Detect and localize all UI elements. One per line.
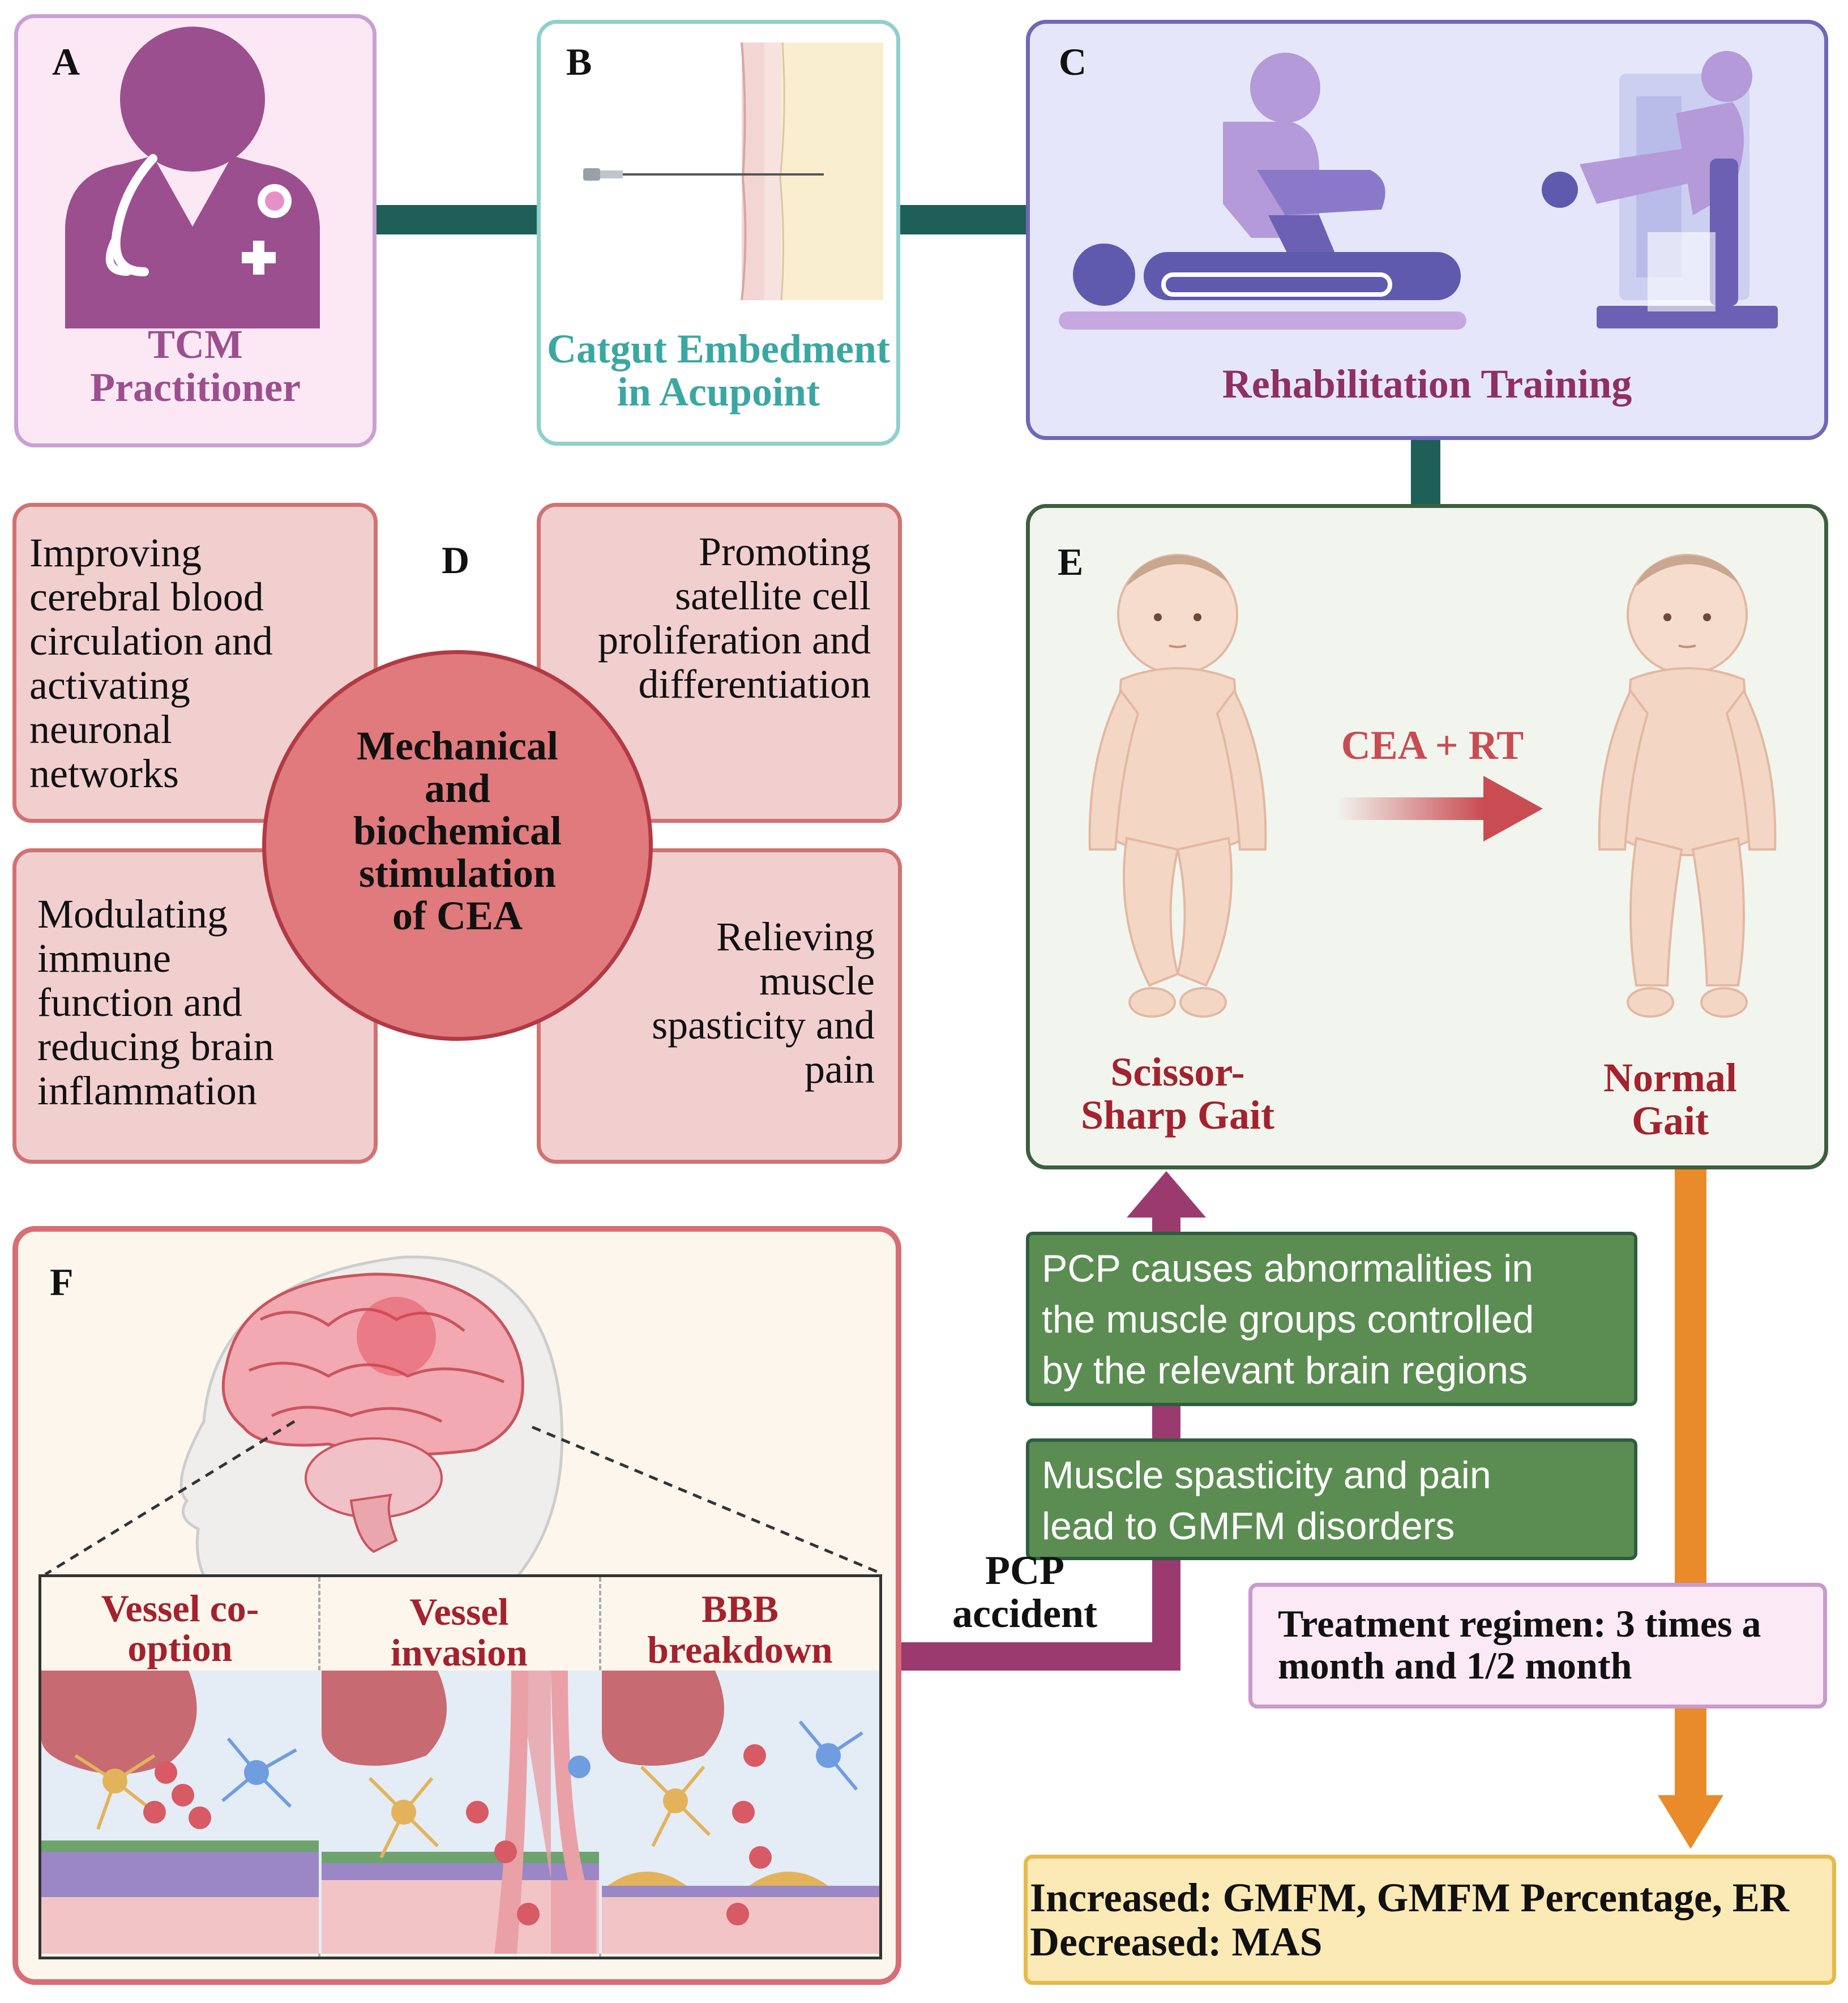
d-br-line: muscle [759, 958, 875, 1003]
stage3-line1: BBB [701, 1587, 779, 1630]
pcp-label-line1: PCP [985, 1548, 1064, 1593]
green-box2-line: Muscle spasticity and pain [1042, 1454, 1491, 1497]
green-box2-line: lead to GMFM disorders [1042, 1505, 1455, 1548]
rehabilitation-illustration [1059, 51, 1778, 330]
d-bl-line: function and [37, 980, 242, 1025]
stage-vessel-cooption-label: Vessel co- option [41, 1588, 319, 1668]
green-box1-line: by the relevant brain regions [1042, 1349, 1528, 1392]
connector-a-b [377, 205, 538, 234]
d-top-left-text: Improving cerebral blood circulation and… [29, 531, 273, 796]
baby-scissor-gait [1088, 554, 1267, 1018]
regimen-line1: Treatment regimen: 3 times a [1278, 1602, 1761, 1645]
scissor-gait-label: Scissor- Sharp Gait [1047, 1050, 1308, 1137]
baby-face-left [1154, 613, 1201, 648]
panel-b-title: Catgut Embedment in Acupoint [537, 327, 900, 413]
connector-b-c [900, 205, 1028, 234]
treatment-regimen-box: Treatment regimen: 3 times a month and 1… [1248, 1583, 1827, 1709]
panel-f-letter: F [50, 1261, 74, 1304]
outcome-increased: Increased: GMFM, GMFM Percentage, ER [1030, 1875, 1789, 1920]
d-center-text: Mechanical and biochemical stimulation o… [262, 725, 653, 937]
scissor-gait-line1: Scissor- [1110, 1049, 1245, 1095]
stage1-line2: option [127, 1626, 233, 1669]
green-box1-line: PCP causes abnormalities in [1042, 1247, 1534, 1290]
orange-flow-head [1658, 1795, 1723, 1849]
stage1-cells [41, 1671, 319, 1954]
panel-a-title-line2: Practitioner [90, 365, 301, 410]
d-br-line: Relieving [716, 914, 875, 959]
d-center-line: of CEA [392, 893, 523, 938]
d-center-line: Mechanical [357, 723, 558, 768]
d-tl-line: networks [29, 751, 179, 796]
d-br-line: pain [805, 1047, 875, 1092]
d-br-line: spasticity and [652, 1002, 875, 1048]
panel-b-title-line1: Catgut Embedment [547, 326, 890, 371]
panel-e-letter: E [1058, 540, 1084, 583]
d-tl-line: activating [29, 663, 190, 708]
green-box-gmfm: Muscle spasticity and pain lead to GMFM … [1026, 1438, 1637, 1560]
panel-c-letter: C [1059, 40, 1087, 83]
stage3-line2: breakdown [647, 1628, 833, 1671]
d-bl-line: inflammation [37, 1068, 257, 1113]
stage1-line1: Vessel co- [101, 1587, 259, 1630]
d-bl-line: reducing brain [37, 1024, 274, 1069]
normal-gait-line1: Normal [1603, 1055, 1737, 1100]
catgut-needle-illustration [583, 42, 883, 301]
d-center-line: and [424, 766, 491, 811]
pcp-flow-horizontal [900, 1642, 1180, 1671]
d-tl-line: circulation and [29, 618, 273, 664]
green-box1-line: the muscle groups controlled [1042, 1298, 1534, 1341]
stage-vessel-invasion-label: Vessel invasion [320, 1591, 598, 1673]
baby-face-right [1663, 613, 1711, 648]
regimen-line2: month and 1/2 month [1278, 1644, 1632, 1687]
d-center-line: biochemical [353, 808, 562, 853]
scissor-gait-line2: Sharp Gait [1080, 1092, 1275, 1138]
panel-c-title: Rehabilitation Training [1222, 361, 1632, 407]
panel-b-letter: B [566, 40, 592, 83]
pcp-accident-label: PCP accident [929, 1549, 1121, 1635]
d-tr-line: satellite cell [675, 573, 871, 618]
cellular-stages-illustration [41, 1671, 879, 1954]
stage-bbb-breakdown-label: BBB breakdown [601, 1588, 879, 1670]
outcome-decreased: Decreased: MAS [1030, 1919, 1323, 1964]
panel-a-letter: A [52, 40, 80, 83]
d-bl-line: immune [37, 936, 171, 981]
practitioner-icon [65, 27, 320, 328]
d-bl-line: Modulating [37, 891, 228, 937]
panel-d-letter: D [442, 539, 470, 582]
d-top-right-text: Promoting satellite cell proliferation a… [544, 529, 871, 706]
d-center-circle [262, 650, 653, 1041]
d-tr-line: Promoting [698, 529, 871, 574]
d-bottom-left-text: Modulating immune function and reducing … [37, 892, 274, 1113]
panel-a-title-line1: TCM [148, 322, 243, 367]
panel-a-title: TCM Practitioner [14, 323, 377, 409]
brain-illustration [44, 1255, 883, 1667]
panel-b-title-line2: in Acupoint [617, 369, 820, 415]
d-tl-line: Improving [29, 530, 202, 575]
baby-figures-illustration [1088, 554, 1777, 1018]
outcome-box: Increased: GMFM, GMFM Percentage, ER Dec… [1024, 1855, 1836, 1985]
stage2-cells [322, 1671, 599, 1954]
stage2-line2: invasion [391, 1631, 528, 1674]
orange-flow-shaft [1675, 1167, 1706, 1806]
d-tr-line: proliferation and [598, 617, 871, 663]
d-tl-line: cerebral blood [29, 574, 264, 620]
stage2-line1: Vessel [409, 1590, 509, 1633]
stage3-cells [602, 1671, 879, 1954]
green-box-brain-abnormality: PCP causes abnormalities in the muscle g… [1026, 1232, 1637, 1406]
d-tr-line: differentiation [638, 661, 871, 707]
cea-rt-arrow [1336, 776, 1543, 842]
baby-normal-gait [1598, 554, 1777, 1018]
d-tl-line: neuronal [29, 707, 172, 752]
d-bottom-right-text: Relieving muscle spasticity and pain [544, 915, 875, 1091]
pcp-label-line2: accident [952, 1591, 1097, 1636]
pcp-flow-head [1127, 1171, 1206, 1218]
normal-gait-line2: Gait [1632, 1098, 1709, 1143]
cea-rt-label: CEA + RT [1341, 723, 1524, 768]
d-center-line: stimulation [358, 851, 557, 896]
normal-gait-label: Normal Gait [1568, 1056, 1772, 1142]
